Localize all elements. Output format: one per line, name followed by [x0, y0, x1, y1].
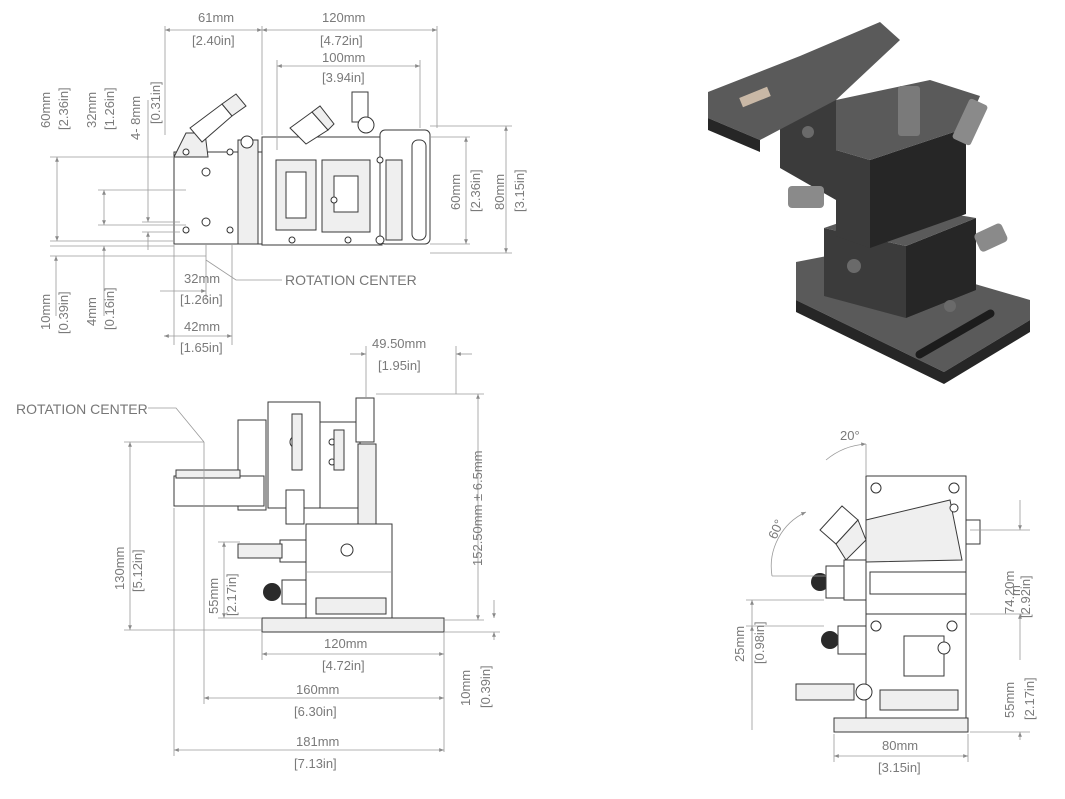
dim-r80-mm: 80mm — [492, 174, 507, 210]
dim-w120-mm: 120mm — [324, 636, 367, 651]
dim-h8-mm: 4- 8mm — [128, 96, 143, 140]
front-view-body — [173, 397, 445, 633]
dim-120-mm: 120mm — [322, 10, 365, 25]
dim-w181-in: [7.13in] — [294, 756, 337, 771]
dim-h25-mm: 25mm — [732, 626, 747, 662]
dim-w181-mm: 181mm — [296, 734, 339, 749]
dim-r60-mm: 60mm — [448, 174, 463, 210]
dim-h8-in: [0.31in] — [148, 81, 163, 124]
dim-h55s-in: [2.17in] — [1022, 677, 1037, 720]
front-view-dim-lines — [124, 346, 500, 756]
dim-w80-in: [3.15in] — [878, 760, 921, 775]
dim-w160-mm: 160mm — [296, 682, 339, 697]
angle-20: 20° — [840, 428, 860, 443]
dim-h55-mm: 55mm — [206, 578, 221, 614]
side-view-body — [795, 475, 981, 733]
front-view: ROTATION CENTER 49.50mm [1.95in] 152.50m… — [16, 336, 500, 771]
side-view-dim-text: 20° 60° 25mm [0.98in] 74.20m [2.92in] m … — [732, 428, 1037, 775]
dim-100-in: [3.94in] — [322, 70, 365, 85]
dim-h60-mm: 60mm — [38, 92, 53, 128]
dim-b42-mm: 42mm — [184, 319, 220, 334]
dim-h130-mm: 130mm — [112, 547, 127, 590]
dim-152: 152.50mm ± 6.5mm — [470, 450, 485, 566]
dim-h74-extra: m — [1008, 585, 1023, 596]
dim-r80-in: [3.15in] — [512, 169, 527, 212]
angle-60: 60° — [765, 517, 787, 541]
dim-h32-mm: 32mm — [84, 92, 99, 128]
dim-v4-in: [0.16in] — [102, 287, 117, 330]
micrometer-right — [289, 105, 335, 145]
dim-b32-in: [1.26in] — [180, 292, 223, 307]
dim-v4-mm: 4mm — [84, 297, 99, 326]
top-view-dim-text: 61mm [2.40in] 120mm [4.72in] 100mm [3.94… — [38, 10, 527, 355]
micrometer-left — [189, 93, 254, 149]
side-view: 20° 60° 25mm [0.98in] 74.20m [2.92in] m … — [732, 428, 1037, 775]
front-view-dim-text: ROTATION CENTER 49.50mm [1.95in] 152.50m… — [16, 336, 493, 771]
dim-v10-in: [0.39in] — [56, 291, 71, 334]
dim-100-mm: 100mm — [322, 50, 365, 65]
dim-w120-in: [4.72in] — [322, 658, 365, 673]
dim-w80-mm: 80mm — [882, 738, 918, 753]
dim-r60-in: [2.36in] — [468, 169, 483, 212]
dim-v10-mm: 10mm — [38, 294, 53, 330]
dim-h25-in: [0.98in] — [752, 621, 767, 664]
dim-v10b-mm: 10mm — [458, 670, 473, 706]
rotation-center-label-top: ROTATION CENTER — [285, 272, 417, 288]
dim-49-in: [1.95in] — [378, 358, 421, 373]
isometric-render — [708, 22, 1030, 384]
dim-h55s-mm: 55mm — [1002, 682, 1017, 718]
dim-w160-in: [6.30in] — [294, 704, 337, 719]
side-view-dim-lines — [746, 442, 1030, 762]
dim-61-in: [2.40in] — [192, 33, 235, 48]
dim-h74-mm: 74.20m — [1002, 571, 1017, 614]
dim-h74-in: [2.92in] — [1018, 575, 1033, 618]
top-view-body — [173, 91, 431, 246]
top-view-dim-lines — [50, 26, 512, 345]
top-view: 61mm [2.40in] 120mm [4.72in] 100mm [3.94… — [38, 10, 527, 355]
rotation-center-label-front: ROTATION CENTER — [16, 401, 148, 417]
dim-61-mm: 61mm — [198, 10, 234, 25]
dim-120-in: [4.72in] — [320, 33, 363, 48]
dim-h55-in: [2.17in] — [224, 573, 239, 616]
dim-v10b-in: [0.39in] — [478, 665, 493, 708]
dim-b32-mm: 32mm — [184, 271, 220, 286]
dim-49-mm: 49.50mm — [372, 336, 426, 351]
dim-h130-in: [5.12in] — [130, 549, 145, 592]
dim-b42-in: [1.65in] — [180, 340, 223, 355]
dim-h60-in: [2.36in] — [56, 87, 71, 130]
dim-h32-in: [1.26in] — [102, 87, 117, 130]
